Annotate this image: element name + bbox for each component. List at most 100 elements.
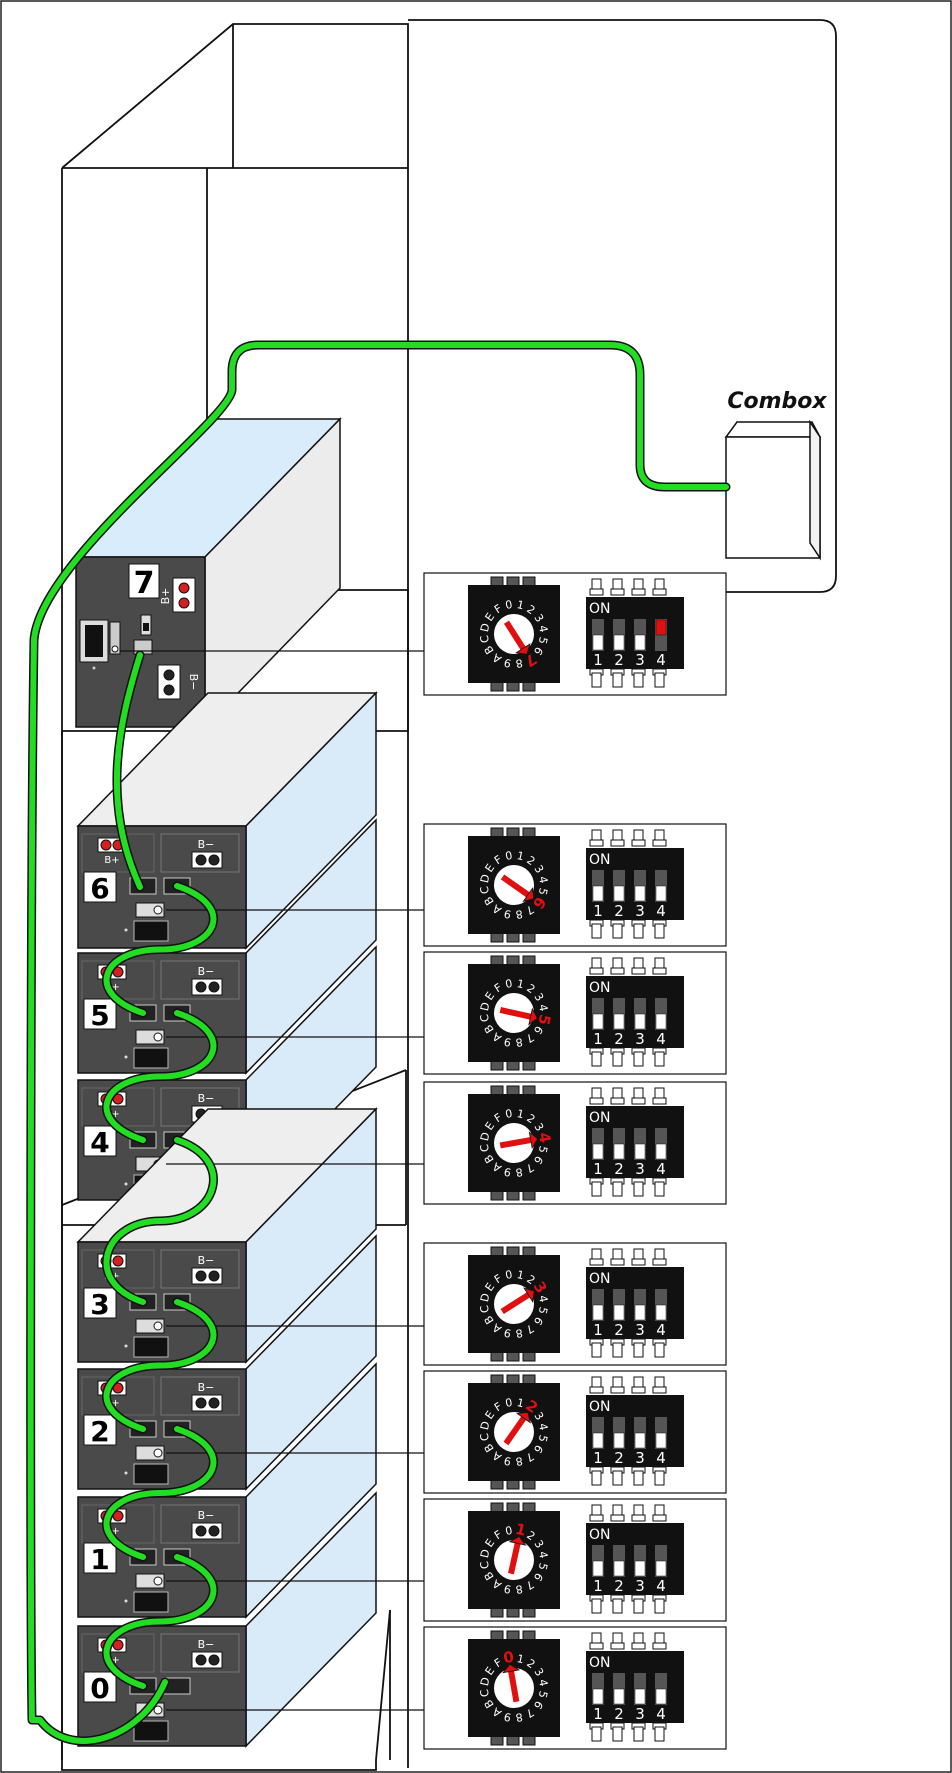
- dip-switch-number: 3: [635, 1449, 645, 1467]
- dip-switch-number: 1: [593, 1160, 603, 1178]
- dip-switch-number: 1: [593, 1449, 603, 1467]
- settings-panel-2: 0123456789ABCDEFON1234: [424, 1371, 726, 1493]
- dip-switch-number: 3: [635, 902, 645, 920]
- dip-on-label: ON: [589, 980, 611, 996]
- dip-switch-toggle[interactable]: [635, 635, 645, 650]
- settings-panel-6: 0123456789ABCDEFON1234: [424, 824, 726, 946]
- negative-terminal-icon: [192, 1268, 222, 1284]
- dip-switch-number: 4: [656, 651, 666, 669]
- dip-switch-toggle[interactable]: [656, 1144, 666, 1159]
- dip-switch-number: 3: [635, 1577, 645, 1595]
- dip-switch-number: 1: [593, 1577, 603, 1595]
- negative-terminal-icon: [192, 1523, 222, 1539]
- dip-switch-toggle[interactable]: [614, 1561, 624, 1576]
- dip-switch-toggle[interactable]: [593, 1689, 603, 1704]
- dip-switch-toggle[interactable]: [593, 1433, 603, 1448]
- rotary-address-dial: 0123456789ABCDEF: [468, 1375, 560, 1489]
- dip-switch-toggle[interactable]: [656, 620, 666, 635]
- dip-on-label: ON: [589, 1527, 611, 1543]
- rotary-address-dial: 0123456789ABCDEF: [468, 828, 560, 942]
- settings-panel-0: 0123456789ABCDEF ON 1234: [424, 1627, 726, 1749]
- dip-switch-toggle[interactable]: [656, 886, 666, 901]
- dip-switch-number: 2: [614, 1705, 624, 1723]
- rotary-address-dial: 0123456789ABCDEF: [468, 577, 560, 691]
- dip-switch-number: 3: [635, 1321, 645, 1339]
- dip-switch-number: 3: [635, 1705, 645, 1723]
- dip-switch-number: 1: [593, 1705, 603, 1723]
- dip-switch-toggle[interactable]: [614, 1144, 624, 1159]
- dip-switch-number: 4: [656, 1321, 666, 1339]
- dip-switch-toggle[interactable]: [614, 1014, 624, 1029]
- communication-port-icon: [110, 622, 120, 654]
- module-address-label: 0: [90, 1672, 109, 1705]
- negative-terminal-icon: [192, 852, 222, 868]
- dip-switch-toggle[interactable]: [635, 1144, 645, 1159]
- dip-switch-toggle[interactable]: [593, 1305, 603, 1320]
- dip-switch-toggle[interactable]: [635, 1561, 645, 1576]
- dip-switch-number: 4: [656, 1160, 666, 1178]
- dip-switch-number: 4: [656, 1705, 666, 1723]
- negative-terminal-label: B−: [198, 1509, 215, 1522]
- dip-switch-number: 1: [593, 1321, 603, 1339]
- dip-switch-number: 4: [656, 1449, 666, 1467]
- dip-switch-number: 3: [635, 1030, 645, 1048]
- dip-switch-toggle[interactable]: [635, 1433, 645, 1448]
- dip-switch-toggle[interactable]: [635, 1305, 645, 1320]
- module-address-label: 5: [90, 999, 109, 1032]
- negative-terminal-label: B−: [198, 838, 215, 851]
- dip-on-label: ON: [589, 852, 611, 868]
- dip-switch-number: 1: [593, 1030, 603, 1048]
- dip-switch-toggle[interactable]: [656, 1561, 666, 1576]
- dip-switch-toggle[interactable]: [593, 635, 603, 650]
- negative-terminal-icon: [192, 1652, 222, 1668]
- dip-switch-toggle[interactable]: [656, 1014, 666, 1029]
- negative-terminal-label: B−: [198, 965, 215, 978]
- dip-switch-toggle[interactable]: [656, 1305, 666, 1320]
- negative-terminal-icon: [192, 1395, 222, 1411]
- dip-switch-toggle[interactable]: [614, 1433, 624, 1448]
- dip-switch-number: 4: [656, 902, 666, 920]
- module-address-label: 4: [90, 1126, 109, 1159]
- negative-terminal-icon: [158, 665, 180, 699]
- dip-switch-toggle[interactable]: [635, 1689, 645, 1704]
- dip-switch-toggle[interactable]: [593, 1144, 603, 1159]
- dip-switch-toggle[interactable]: [593, 1561, 603, 1576]
- dip-switch-number: 4: [656, 1577, 666, 1595]
- dip-switch-toggle[interactable]: [635, 1014, 645, 1029]
- dip-switch-number: 2: [614, 1577, 624, 1595]
- settings-panel-3: 0123456789ABCDEFON1234: [424, 1243, 726, 1365]
- dip-switch-toggle[interactable]: [635, 886, 645, 901]
- module-address-label: 3: [90, 1288, 109, 1321]
- dip-switch-number: 3: [635, 1160, 645, 1178]
- negative-terminal-label: B−: [187, 674, 200, 691]
- module-address-label: 1: [90, 1543, 109, 1576]
- dip-switch-toggle[interactable]: [656, 1433, 666, 1448]
- dip-switch-toggle[interactable]: [614, 1689, 624, 1704]
- dip-on-label: ON: [589, 1271, 611, 1287]
- positive-terminal-label: B+: [159, 588, 172, 605]
- dip-switch-toggle[interactable]: [614, 886, 624, 901]
- negative-terminal-icon: [192, 979, 222, 995]
- positive-terminal-label: B+: [104, 855, 119, 866]
- negative-terminal-label: B−: [198, 1254, 215, 1267]
- dip-switch-number: 2: [614, 902, 624, 920]
- dip-on-label: ON: [589, 601, 611, 617]
- dip-switch-toggle[interactable]: [656, 1689, 666, 1704]
- dip-switch-toggle[interactable]: [593, 1014, 603, 1029]
- dip-on-label: ON: [589, 1655, 611, 1671]
- module-address-label: 2: [90, 1415, 109, 1448]
- dip-switch-toggle[interactable]: [614, 635, 624, 650]
- dip-switch-number: 2: [614, 1160, 624, 1178]
- dip-switch-number: 3: [635, 651, 645, 669]
- dip-switch-toggle[interactable]: [614, 1305, 624, 1320]
- negative-terminal-label: B−: [198, 1092, 215, 1105]
- dip-switch-number: 4: [656, 1030, 666, 1048]
- dip-switch-toggle[interactable]: [593, 886, 603, 901]
